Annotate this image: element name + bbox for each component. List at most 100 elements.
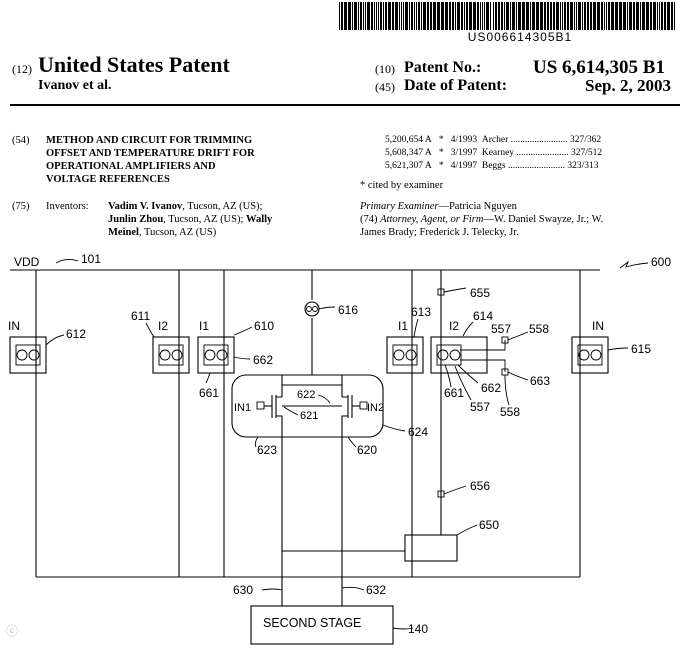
fuse-element [393,349,405,361]
barcode-bar [661,2,663,30]
fuse-element [16,349,28,361]
barcode-bar [640,2,641,30]
barcode-bar [437,2,440,30]
barcode-bar [376,2,377,30]
barcode-bar [536,2,539,30]
attorney-block: (74) Attorney, Agent, or Firm—W. Daniel … [360,213,603,239]
barcode-bar [358,2,359,30]
watermark-logo: ⓒ [6,622,18,639]
barcode-bar [606,2,607,30]
second-stage-label: SECOND STAGE [263,616,361,630]
fuse-element [171,349,183,361]
examiner-label: Primary Examiner [360,201,439,212]
title-line: VOLTAGE REFERENCES [46,174,170,185]
i2-right-cell [430,336,488,374]
leader-611 [145,322,155,338]
code-10: (10) [375,62,395,76]
barcode-bar [367,2,370,30]
barcode-bar [646,2,649,30]
inventor-location: , Tucson, AZ (US) [138,227,217,238]
title-line: OPERATIONAL AMPLIFIERS AND [46,161,216,172]
reference-row: 5,621,307 A * 4/1997 Beggs .............… [385,161,599,171]
barcode-bar [339,2,340,30]
i1-right-cell [386,336,424,374]
leader-662-left [233,356,251,360]
ref-655: 655 [470,286,490,300]
current-source-616 [304,301,320,317]
inventor-name: Vadim V. Ivanov [108,201,183,212]
leader-632 [341,586,365,591]
source-symbol [306,306,312,312]
barcode-bar [452,2,454,30]
barcode-bar [469,2,472,30]
barcode-bar [556,2,559,30]
barcode-bar [664,2,666,30]
leader-623 [254,436,259,448]
ref-663: 663 [530,374,550,388]
label-i2-left: I2 [158,319,168,333]
barcode-bar [414,2,415,30]
barcode-bar [633,2,635,30]
watermark-icon: ⓒ [6,624,19,638]
barcode-bar [399,2,400,30]
barcode-bar [427,2,429,30]
barcode-bar [578,2,581,30]
label-in2: IN2 [367,402,384,414]
barcode-bar [671,2,673,30]
ref-662-left: 662 [253,353,273,367]
primary-examiner: Primary Examiner—Patricia Nguyen [360,200,517,213]
barcode-bar [587,2,589,30]
ref-624: 624 [408,425,428,439]
barcode-bar [636,2,639,30]
fuse-pair [577,344,603,366]
barcode-bar [477,2,479,30]
barcode-bar [363,2,364,30]
barcode-bar [348,2,351,30]
barcode-bar [510,2,511,30]
barcode-bar [480,2,481,30]
barcode-bar [522,2,525,30]
ref-610: 610 [254,319,274,333]
reference-row: 5,200,654 A * 4/1993 Archer ............… [385,135,602,145]
barcode-bar [445,2,448,30]
barcode-bar [540,2,543,30]
inventors-short: Ivanov et al. [38,78,112,93]
code-45: (45) [375,80,395,94]
barcode-bar [576,2,577,30]
label-i1-left: I1 [199,319,209,333]
inventor-name: Meinel [108,227,139,238]
leader-558-bot [504,374,510,406]
ref-140: 140 [408,622,428,636]
reference-row: 5,608,347 A * 3/1997 Kearney ...........… [385,148,603,158]
barcode-bar [461,2,463,30]
barcode-bar [385,2,387,30]
barcode-bar [466,2,468,30]
barcode-bar [550,2,552,30]
ref-661-left: 661 [199,386,219,400]
ref-656: 656 [470,479,490,493]
in2-terminal [359,401,368,410]
tail-wire [281,375,343,386]
barcode-bar [504,2,505,30]
transistor-622 [341,396,348,425]
barcode-bar [411,2,413,30]
ref-616: 616 [338,303,358,317]
label-in-left: IN [8,319,20,333]
ref-611: 611 [131,309,150,323]
leader-656 [443,485,467,495]
barcode-text: US006614305B1 [467,30,573,44]
attorney-line: James Brady; Frederick J. Telecky, Jr. [360,227,519,238]
leader-655 [443,287,467,293]
barcode-bar [657,2,658,30]
in-left-cell [9,336,47,374]
examiner-name: —Patricia Nguyen [438,201,517,212]
barcode-bar [418,2,420,30]
barcode-bar [484,2,485,30]
barcode-bar [392,2,394,30]
barcode-bar [650,2,652,30]
leader-621 [283,406,299,416]
barcode-bar [674,2,675,30]
barcode-bar [611,2,614,30]
barcode-bar [416,2,417,30]
barcode-bar [608,2,610,30]
